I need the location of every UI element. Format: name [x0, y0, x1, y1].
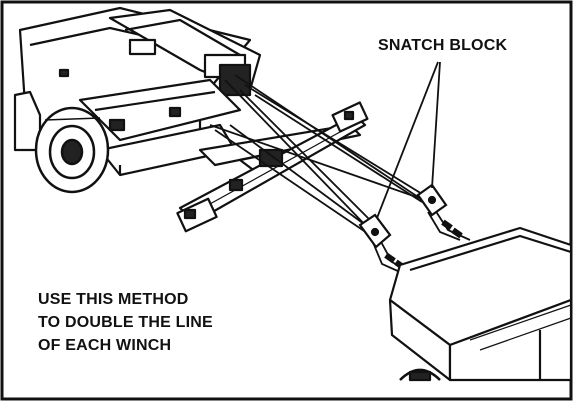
snatch-block-left: [358, 213, 392, 249]
towed-vehicle-wheel: [399, 368, 441, 381]
method-line-2: TO DOUBLE THE LINE: [38, 314, 213, 331]
leader-line: [431, 61, 441, 189]
method-line-1: USE THIS METHOD: [38, 291, 189, 308]
tow-bar-knuckle: [258, 148, 284, 168]
method-line-3: OF EACH WINCH: [38, 337, 172, 354]
chain: [434, 209, 471, 241]
cable-line: [229, 124, 373, 231]
snatch-block-leaders: [376, 61, 441, 219]
method-instruction: USE THIS METHOD TO DOUBLE THE LINE OF EA…: [38, 288, 213, 357]
leader-line: [376, 61, 439, 219]
cable-line: [244, 84, 441, 206]
truck-wheel: [34, 106, 110, 194]
cable-line: [254, 94, 423, 203]
snatch-block-label: SNATCH BLOCK: [378, 37, 508, 54]
boom-bracket: [128, 38, 157, 56]
cable-line: [234, 74, 431, 206]
cross-bar-pad-left: [176, 197, 218, 233]
cable-line: [214, 129, 371, 236]
snatch-block-right: [416, 183, 448, 217]
towed-vehicle: [388, 226, 573, 382]
